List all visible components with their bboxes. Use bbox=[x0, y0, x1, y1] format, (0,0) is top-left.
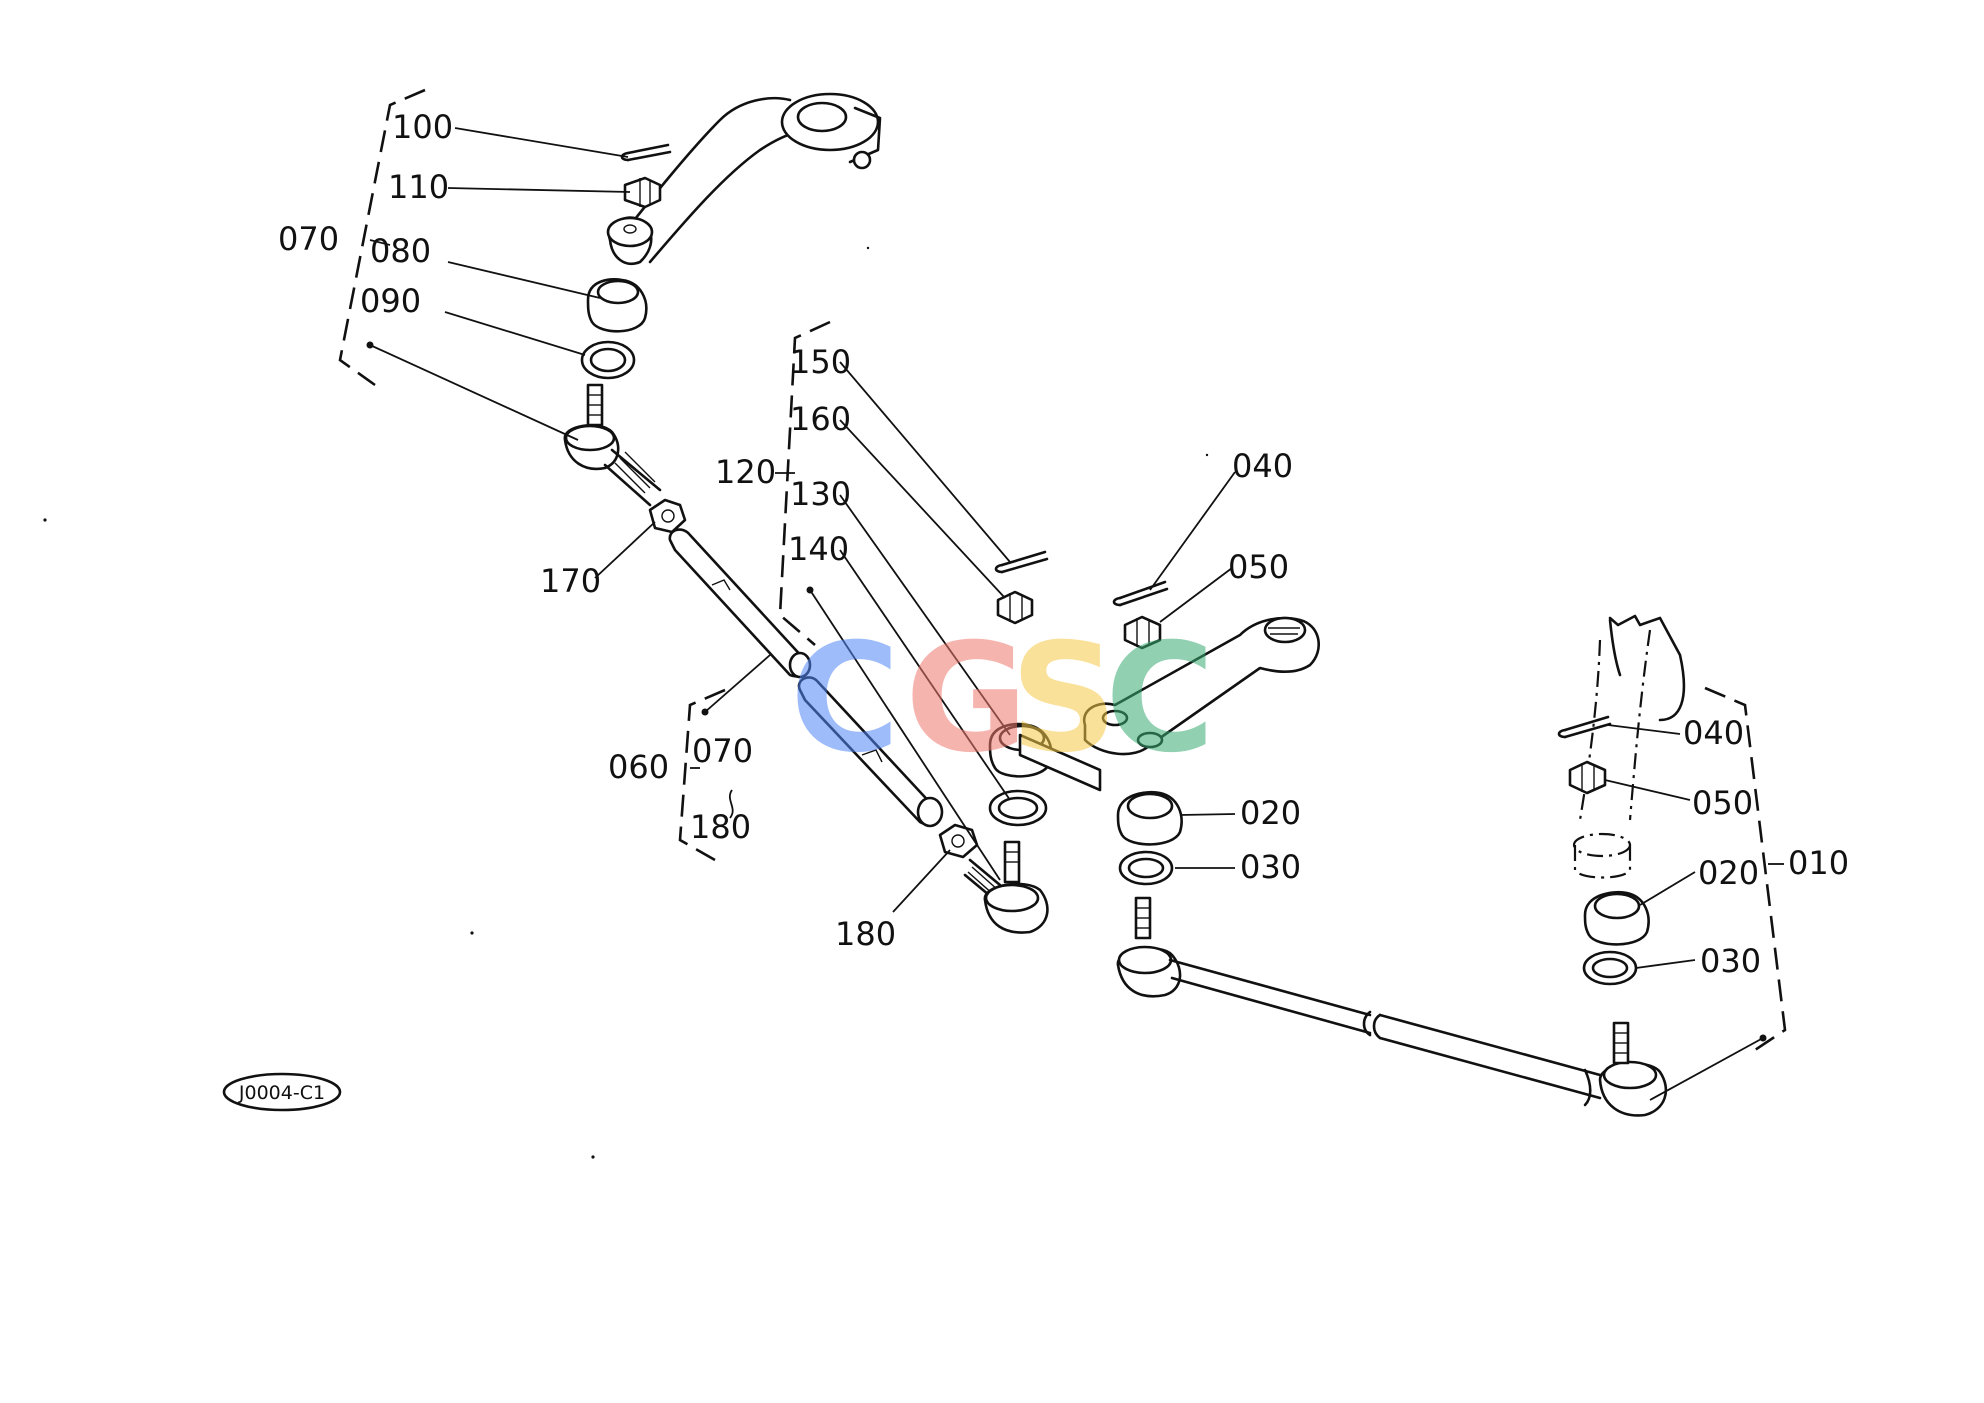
cotter-pin-150 bbox=[994, 550, 1049, 574]
watermark-logo: C G S C bbox=[790, 612, 1215, 786]
reference-code-text: J0004-C1 bbox=[238, 1082, 325, 1104]
cotter-pin-100 bbox=[620, 143, 672, 162]
watermark-letter-1: C bbox=[790, 612, 900, 786]
ring-140 bbox=[988, 789, 1048, 827]
bracket-060 bbox=[678, 688, 726, 862]
callout-150: 150 bbox=[790, 343, 851, 381]
cotter-pin-040-right bbox=[1557, 715, 1612, 739]
bracket-120 bbox=[778, 320, 831, 646]
idler-arm bbox=[1082, 616, 1320, 756]
leader-dots bbox=[366, 341, 1767, 1042]
ring-030-mid bbox=[1118, 850, 1174, 886]
bracket-010 bbox=[1704, 686, 1787, 1052]
watermark-letter-4: C bbox=[1105, 612, 1215, 786]
locknut-170 bbox=[648, 498, 687, 534]
cotter-pin-040-mid bbox=[1112, 580, 1169, 607]
callout-110: 110 bbox=[388, 168, 449, 206]
dust-seal-020-mid bbox=[1116, 790, 1183, 846]
callout-160: 160 bbox=[790, 400, 851, 438]
bracket-070-top bbox=[338, 88, 426, 387]
knuckle-arm-right bbox=[1572, 614, 1686, 879]
callout-100: 100 bbox=[392, 108, 453, 146]
callout-090: 090 bbox=[360, 282, 421, 320]
pitman-arm bbox=[606, 92, 882, 265]
castle-nut-050-mid bbox=[1123, 615, 1162, 650]
callout-020-right: 020 bbox=[1698, 854, 1759, 892]
tie-rod-end-upper bbox=[563, 383, 662, 507]
callout-180: 180 bbox=[835, 915, 896, 953]
tie-rod-end-center bbox=[963, 840, 1049, 934]
callout-030-mid: 030 bbox=[1240, 848, 1301, 886]
callout-030-right: 030 bbox=[1700, 942, 1761, 980]
callout-120: 120 bbox=[715, 453, 776, 491]
castle-nut-110 bbox=[623, 176, 662, 209]
watermark-letter-3: S bbox=[1010, 612, 1118, 786]
callout-140: 140 bbox=[788, 530, 849, 568]
leader-lines bbox=[369, 127, 1784, 1101]
callout-180-group: 180 bbox=[690, 808, 751, 846]
reference-code: J0004-C1 bbox=[222, 1072, 342, 1112]
ring-090 bbox=[580, 340, 636, 380]
callout-060: 060 bbox=[608, 748, 669, 786]
tube-060-center bbox=[797, 676, 944, 828]
callout-050-right: 050 bbox=[1692, 784, 1753, 822]
callout-020-mid: 020 bbox=[1240, 794, 1301, 832]
scan-specks bbox=[43, 246, 1209, 1159]
watermark-letter-2: G bbox=[905, 612, 1028, 786]
callout-130: 130 bbox=[790, 475, 851, 513]
callout-070-group: 070 bbox=[692, 732, 753, 770]
arm-stub bbox=[1018, 733, 1102, 792]
locknut-180 bbox=[938, 823, 979, 859]
tie-rod-main bbox=[1116, 896, 1668, 1117]
callout-050-mid: 050 bbox=[1228, 548, 1289, 586]
castle-nut-050-right bbox=[1568, 760, 1607, 795]
dust-seal-080 bbox=[586, 278, 648, 333]
callout-070-top: 070 bbox=[278, 220, 339, 258]
callout-080: 080 bbox=[370, 232, 431, 270]
tube-060-left bbox=[668, 528, 812, 679]
callout-040-mid: 040 bbox=[1232, 447, 1293, 485]
callout-040-right: 040 bbox=[1683, 714, 1744, 752]
dust-seal-020-right bbox=[1583, 890, 1650, 946]
castle-nut-160 bbox=[996, 590, 1034, 625]
ring-030-right bbox=[1582, 950, 1638, 986]
callout-170: 170 bbox=[540, 562, 601, 600]
callout-010: 010 bbox=[1788, 844, 1849, 882]
